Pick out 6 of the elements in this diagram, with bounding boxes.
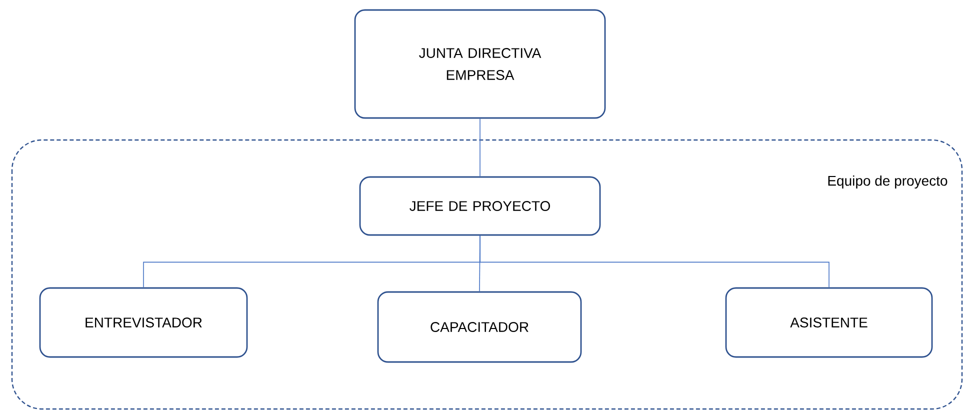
org-box: JEFE DE PROYECTO bbox=[359, 176, 601, 236]
org-box: ASISTENTE bbox=[725, 287, 933, 358]
org-box: ENTREVISTADOR bbox=[39, 287, 248, 358]
connector-line bbox=[480, 235, 830, 288]
org-box: CAPACITADOR bbox=[377, 291, 582, 363]
org-box: JUNTA DIRECTIVA EMPRESA bbox=[354, 9, 606, 119]
